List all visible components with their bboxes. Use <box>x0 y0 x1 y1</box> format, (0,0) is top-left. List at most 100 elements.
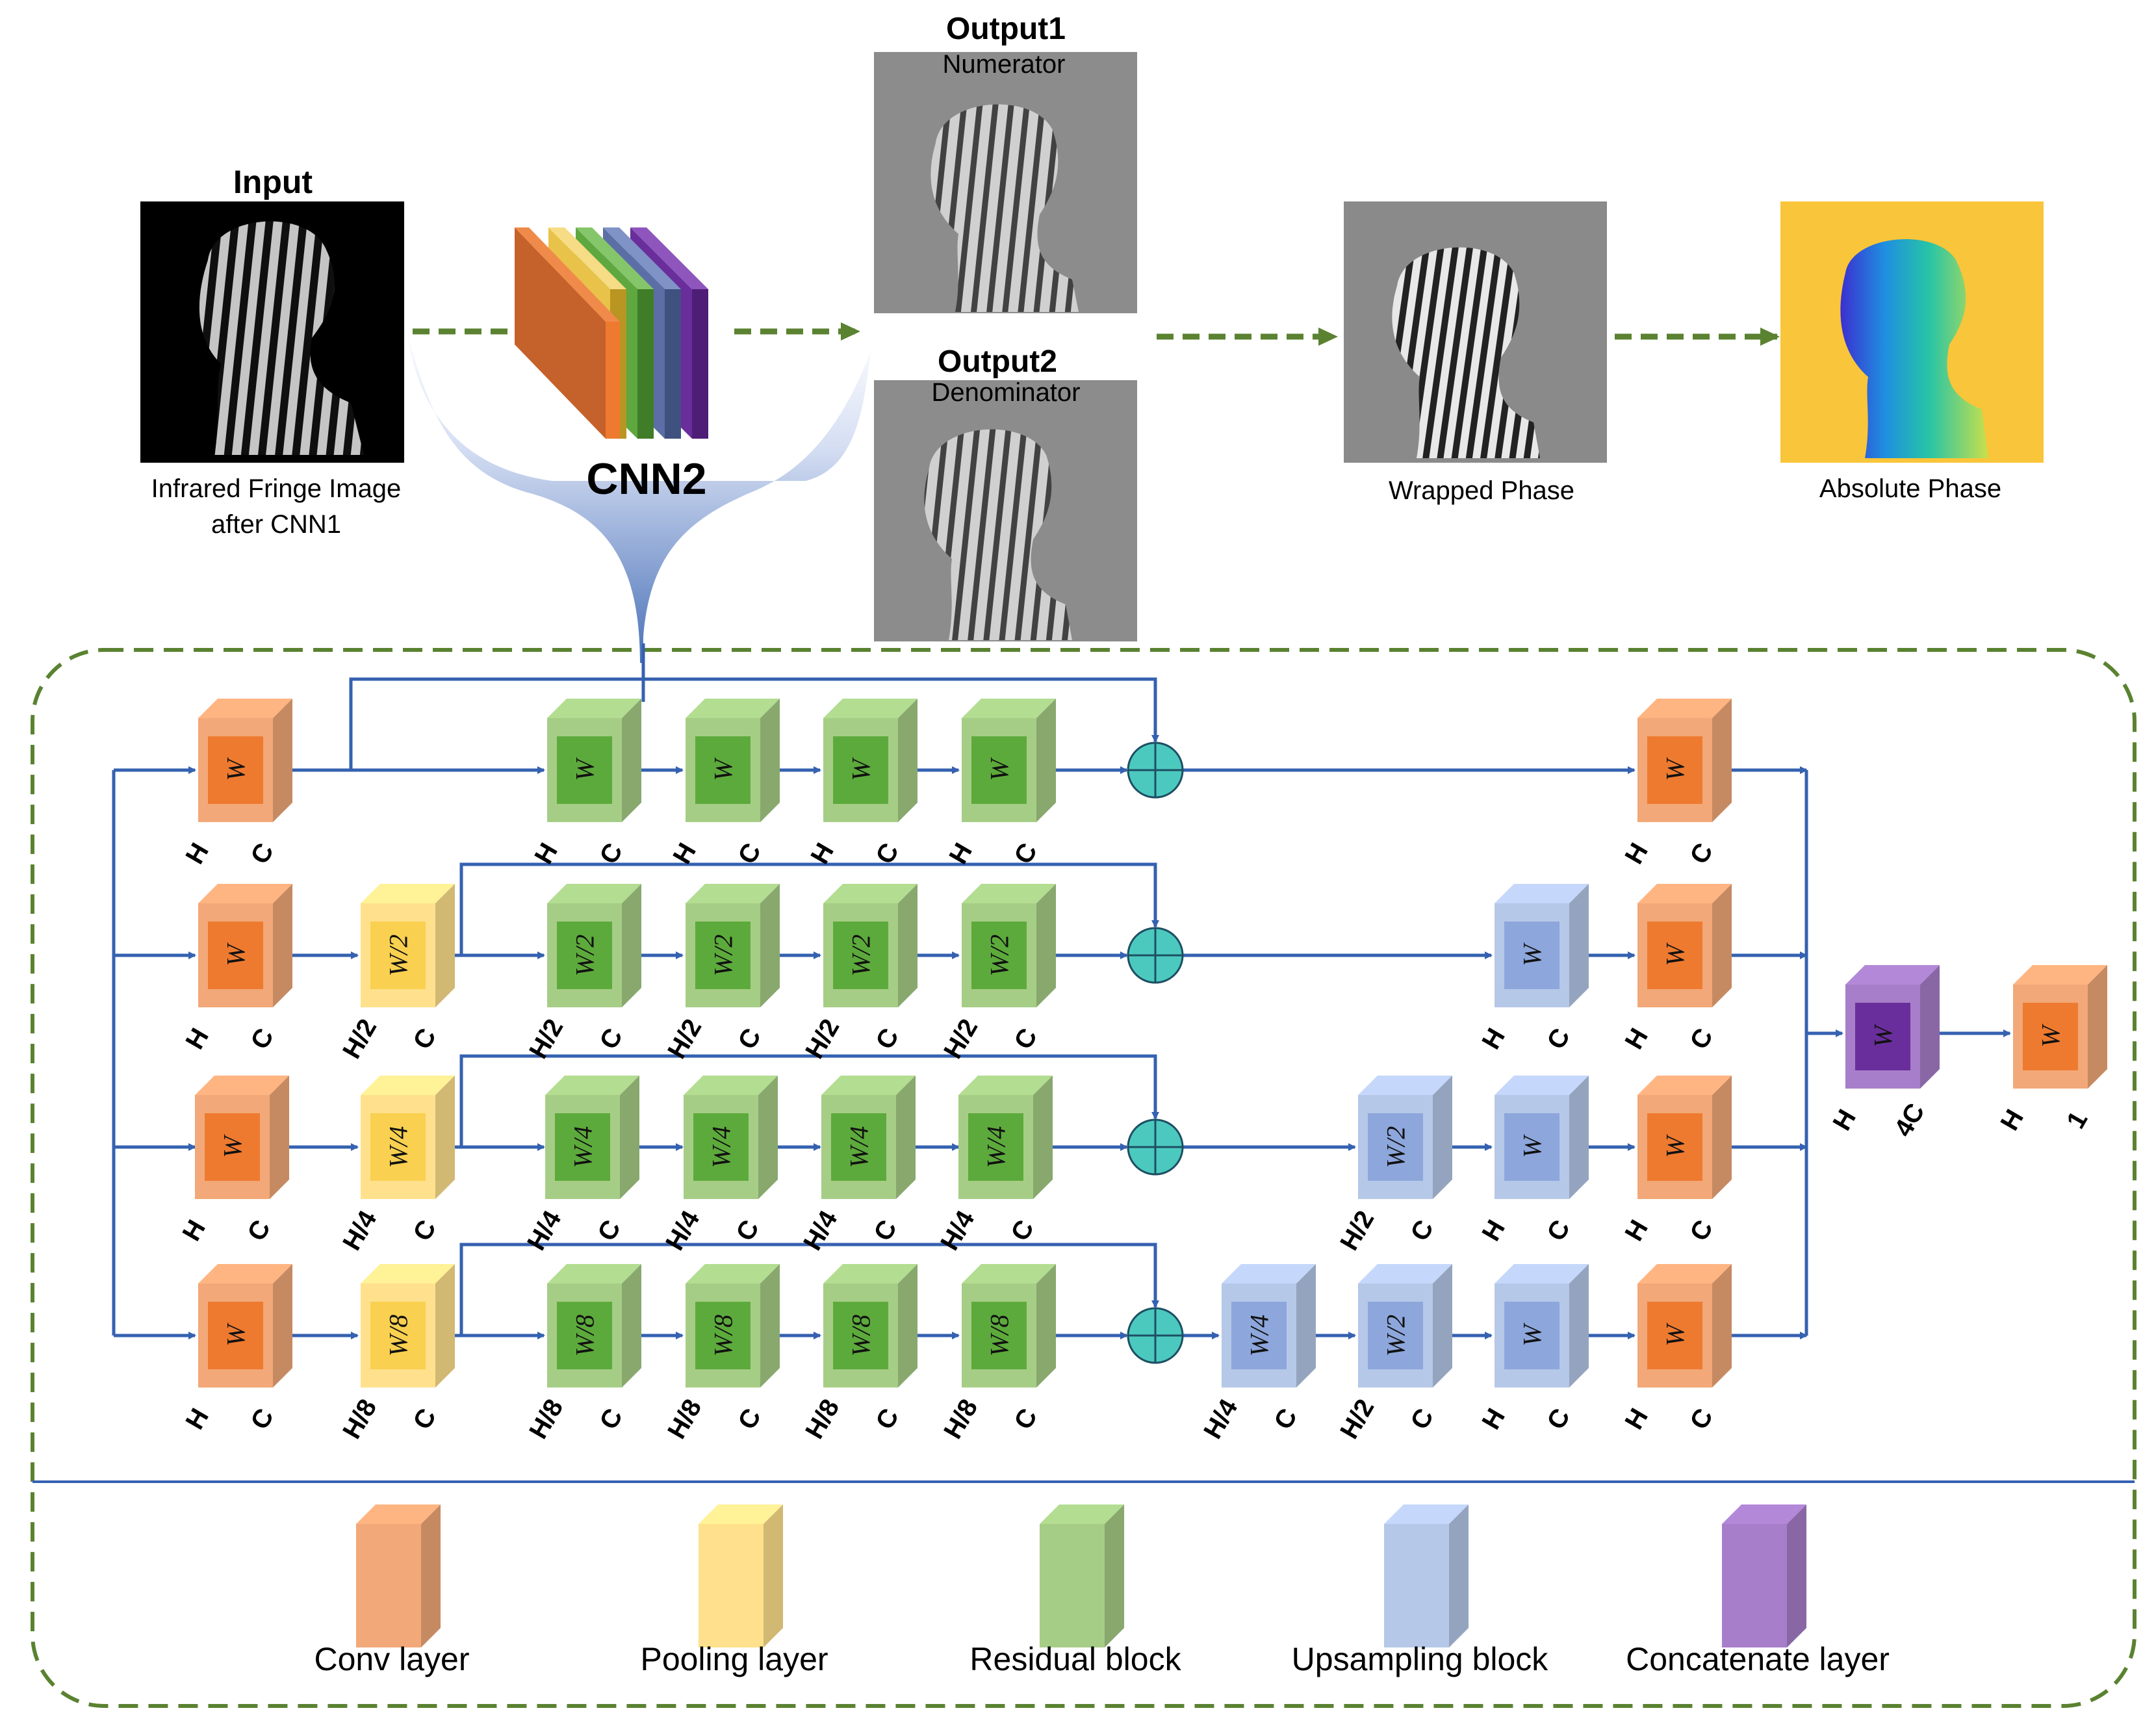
block-channel-label: C <box>1008 1024 1043 1054</box>
block-width-label: W <box>1661 942 1690 966</box>
block-channel-label: C <box>1684 1024 1719 1054</box>
skip-connection <box>459 1243 1159 1336</box>
input-caption-line2: after CNN1 <box>211 510 341 539</box>
block-channel-label: C <box>732 1404 767 1434</box>
block-width-label: W/2 <box>1381 1315 1411 1356</box>
input-caption-line1: Infrared Fringe Image <box>151 474 402 503</box>
block-height-label: H/4 <box>935 1206 981 1256</box>
block-channel-label: C <box>1008 1404 1043 1434</box>
legend-swatch <box>699 1524 764 1647</box>
add-node <box>1127 1307 1184 1364</box>
block-height-label: H <box>180 1024 214 1054</box>
block-channel-label: C <box>1684 838 1719 869</box>
legend-item-upsample: Upsampling block <box>1292 1504 1548 1677</box>
block-channel-label: C <box>245 1404 279 1434</box>
block-height-label: H <box>1476 1024 1511 1054</box>
block-height-label: H <box>1619 1024 1654 1054</box>
block-width-label: W <box>1518 1323 1547 1347</box>
block-height-label: H <box>1476 1215 1511 1246</box>
input-title: Input <box>233 164 313 200</box>
block-height-label: H/8 <box>662 1395 707 1444</box>
block-channel-label: C <box>1684 1215 1719 1246</box>
block-height-label: H <box>177 1215 211 1246</box>
residual-block: W/8H/8 C <box>524 1264 641 1443</box>
block-width-label: W/4 <box>982 1126 1011 1168</box>
block-channel-label: C <box>407 1215 442 1246</box>
block-width-label: W <box>709 757 738 781</box>
block-width-label: W/4 <box>1245 1315 1274 1356</box>
add-node <box>1127 1118 1184 1176</box>
block-channel-label: C <box>870 1404 905 1434</box>
block-channel-label: C <box>594 1024 628 1054</box>
block-width-label: W <box>1661 1323 1690 1347</box>
block-width-label: W/4 <box>707 1126 736 1168</box>
wrapped-phase-caption: Wrapped Phase <box>1389 476 1574 505</box>
block-channel-label: C <box>407 1024 442 1054</box>
block-channel-label: C <box>1541 1024 1576 1054</box>
block-height-label: H/8 <box>800 1395 845 1444</box>
block-width-label: W/2 <box>847 935 876 976</box>
block-width-label: W/8 <box>847 1315 876 1356</box>
block-channel-label: C <box>730 1215 765 1246</box>
block-channel-label: 4C <box>1889 1098 1931 1141</box>
legend-label: Conv layer <box>314 1641 470 1677</box>
network-detail-frame <box>31 648 2137 1708</box>
block-channel-label: C <box>594 1404 628 1434</box>
block-width-label: W <box>1869 1024 1898 1048</box>
residual-block: W/8H/8 C <box>800 1264 918 1443</box>
block-height-label: H/8 <box>524 1395 569 1444</box>
legend-item-residual: Residual block <box>969 1504 1182 1677</box>
block-width-label: W/8 <box>384 1315 413 1356</box>
skip-connection <box>459 862 1159 955</box>
block-width-label: W/4 <box>845 1126 874 1168</box>
add-node <box>1127 742 1184 799</box>
concat-block: W H 4C <box>1827 965 1940 1142</box>
block-height-label: H <box>1476 1404 1511 1434</box>
cnn-funnel <box>406 328 871 663</box>
block-width-label: W <box>222 942 251 966</box>
block-width-label: W/2 <box>709 935 738 976</box>
block-width-label: W <box>985 757 1014 781</box>
output1-numerator-image <box>874 52 1137 313</box>
absolute-phase-image <box>1780 201 2044 463</box>
block-channel-label: C <box>592 1215 626 1246</box>
block-height-label: H/8 <box>938 1395 983 1444</box>
block-width-label: W/4 <box>569 1126 598 1168</box>
block-channel-label: C <box>245 838 279 869</box>
cnn-layer-stack-icon <box>515 227 708 439</box>
block-width-label: W <box>218 1134 248 1158</box>
skip-connection <box>349 677 1159 770</box>
block-height-label: H/8 <box>337 1395 382 1444</box>
pipeline-top: Input Infrared Fringe Image after CNN1 C… <box>140 12 2044 663</box>
block-width-label: W/8 <box>571 1315 600 1356</box>
block-channel-label: C <box>1005 1215 1040 1246</box>
legend-swatch <box>1040 1524 1105 1647</box>
block-width-label: W <box>1518 942 1547 966</box>
block-height-label: H/2 <box>1335 1206 1380 1256</box>
block-width-label: W/4 <box>384 1126 413 1168</box>
legend-swatch <box>1722 1524 1787 1647</box>
block-channel-label: C <box>1268 1404 1303 1434</box>
block-height-label: H <box>1827 1105 1862 1135</box>
